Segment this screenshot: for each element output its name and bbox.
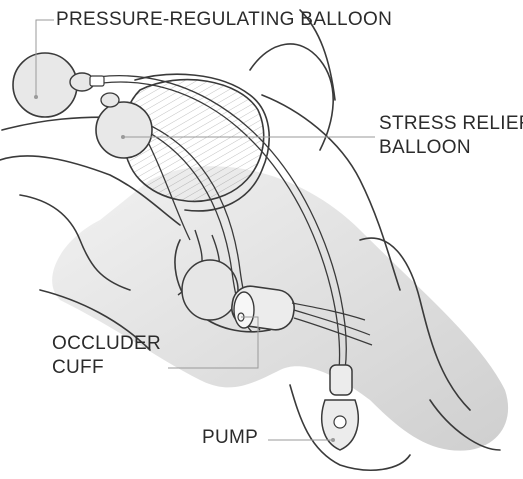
stress-relief-label-line-1: STRESS RELIEF [379, 112, 523, 136]
scrotal-shape [182, 260, 238, 320]
pump-label: PUMP [202, 426, 258, 450]
stress-relief-balloon-label: STRESS RELIEF BALLOON [379, 112, 523, 160]
pressure-regulating-balloon-label: PRESSURE-REGULATING BALLOON [56, 8, 392, 32]
occluder-cuff-label: OCCLUDER CUFF [52, 332, 161, 380]
occluder-label-line-2: CUFF [52, 356, 161, 380]
pressure-regulating-balloon [13, 53, 104, 117]
stress-relief-label-line-2: BALLOON [379, 136, 523, 160]
occluder-label-line-1: OCCLUDER [52, 332, 161, 356]
